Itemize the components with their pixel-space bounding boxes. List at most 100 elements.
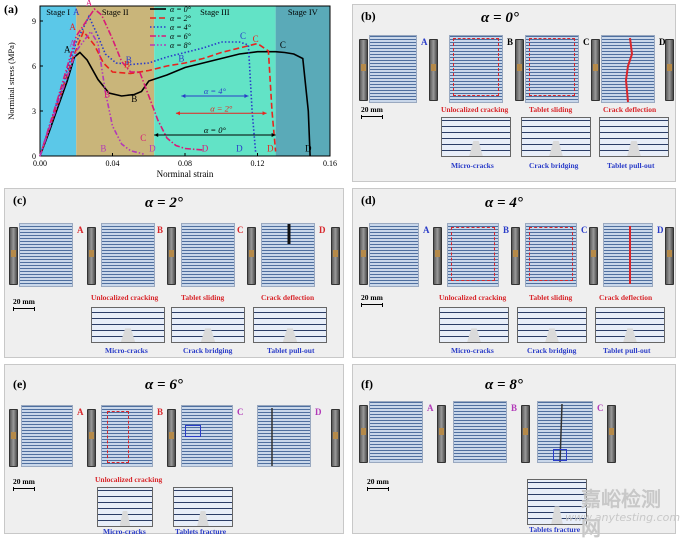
legend-entry: α = 4° [170, 23, 192, 32]
point-label: C [280, 40, 286, 50]
stage-label: Stage III [200, 7, 230, 17]
specimen-photo-c [537, 401, 593, 463]
scale-bar [361, 115, 383, 119]
specimen-photo-a [369, 401, 423, 463]
stage-label: Stage I [46, 7, 70, 17]
scale-bar [367, 487, 389, 491]
caption-micro-cracks: Micro-cracks [451, 346, 494, 355]
stage-tag-d: D [315, 407, 322, 417]
point-label: B [124, 60, 130, 70]
panel-title-f: α = 8° [485, 377, 523, 393]
panel-d: (d) α = 4° A B C D 20 mm Unlocalized cra… [352, 188, 676, 358]
stage-tag-b: B [157, 407, 164, 417]
point-label: B [126, 55, 132, 65]
arrow-head [175, 111, 180, 116]
caption-sliding: Tablet sliding [181, 293, 225, 302]
zoom-tablet-pullout [595, 307, 665, 343]
legend-entry: α = 8° [170, 41, 192, 50]
stage-tag-a: A [427, 403, 434, 413]
stage-tag-a: A [421, 37, 428, 47]
stage-tag-a: A [423, 225, 430, 235]
x-tick-label: 0.04 [106, 159, 120, 168]
scale-label: 20 mm [367, 477, 389, 486]
range-label: α = 4° [204, 86, 227, 96]
grip-left [433, 227, 442, 285]
grip-left [247, 227, 256, 285]
crack-region-box [451, 227, 495, 281]
grip-left [359, 39, 368, 101]
x-tick-label: 0.16 [323, 159, 337, 168]
point-label: A [64, 45, 71, 55]
grip-left [359, 405, 368, 463]
range-label: α = 0° [204, 125, 227, 135]
caption-deflection: Crack deflection [603, 105, 657, 114]
point-label: A [69, 22, 76, 32]
scale-label: 20 mm [13, 297, 35, 306]
grip-left [87, 409, 96, 467]
y-tick-label: 0 [32, 152, 36, 161]
stage-tag-a: A [77, 407, 84, 417]
specimen-photo-a [21, 405, 73, 467]
grip-left [437, 405, 446, 463]
y-tick-label: 6 [32, 62, 36, 71]
arrow-head [262, 111, 267, 116]
grip-right [331, 227, 340, 285]
crack-region-box [453, 38, 499, 96]
zoom-tablets-fracture [173, 487, 233, 527]
specimen-photo-c [525, 223, 577, 287]
specimen-photo-d [603, 223, 653, 287]
panel-f: (f) α = 8° A B C 20 mm Tablets fracture … [352, 364, 680, 540]
point-label: D [305, 144, 312, 154]
panel-title-e: α = 6° [145, 377, 183, 393]
grip-left [87, 227, 96, 285]
stage-label: Stage IV [288, 7, 319, 17]
zoom-region-box [185, 425, 201, 437]
caption-micro-cracks: Micro-cracks [103, 527, 146, 536]
specimen-photo-b [453, 401, 507, 463]
zoom-tablets-fracture [527, 479, 587, 525]
point-label: B [100, 144, 106, 154]
zoom-crack-bridging [171, 307, 245, 343]
scale-label: 20 mm [361, 105, 383, 114]
grip-left [589, 227, 598, 285]
series-line [39, 50, 311, 157]
grip-left [167, 409, 176, 467]
legend-entry: α = 2° [170, 14, 192, 23]
point-label: A [73, 7, 80, 17]
specimen-photo-a [19, 223, 73, 287]
point-label: C [140, 133, 146, 143]
specimen-photo-b [449, 35, 503, 103]
crack-region-box [529, 38, 575, 96]
x-axis-label: Norminal strain [157, 169, 214, 179]
grip-right [331, 409, 340, 467]
grip-left [521, 405, 530, 463]
specimen-photo-b [447, 223, 499, 287]
point-label: D [236, 144, 243, 154]
watermark-logo: 嘉峪检测网 [581, 487, 661, 540]
panel-label-a: (a) [4, 2, 18, 16]
stage-tag-d: D [659, 37, 666, 47]
point-label: B [178, 54, 184, 64]
grip-left [9, 227, 18, 285]
zoom-micro-cracks [439, 307, 509, 343]
zoom-crack-bridging [517, 307, 587, 343]
scale-bar [13, 307, 35, 311]
panel-label-e: (e) [13, 377, 27, 391]
stage-tag-d: D [319, 225, 326, 235]
caption-crack-bridging: Crack bridging [183, 346, 233, 355]
series-line [39, 30, 146, 157]
point-label: D [267, 144, 274, 154]
grip-left [591, 39, 600, 101]
caption-tablets-fracture: Tablets fracture [175, 527, 227, 536]
series-line [39, 7, 204, 157]
grip-left [511, 227, 520, 285]
panel-e: (e) α = 6° A B C D 20 mm Unlocalized cra… [4, 364, 344, 536]
arrow-head [181, 94, 186, 98]
x-tick-label: 0.00 [33, 159, 47, 168]
caption-unlocalized: Unlocalized cracking [95, 475, 163, 484]
caption-unlocalized: Unlocalized cracking [91, 293, 159, 302]
y-axis-label: Norminal stress (MPa) [6, 42, 16, 120]
zoom-micro-cracks [91, 307, 165, 343]
crack-path-icon [271, 408, 273, 466]
